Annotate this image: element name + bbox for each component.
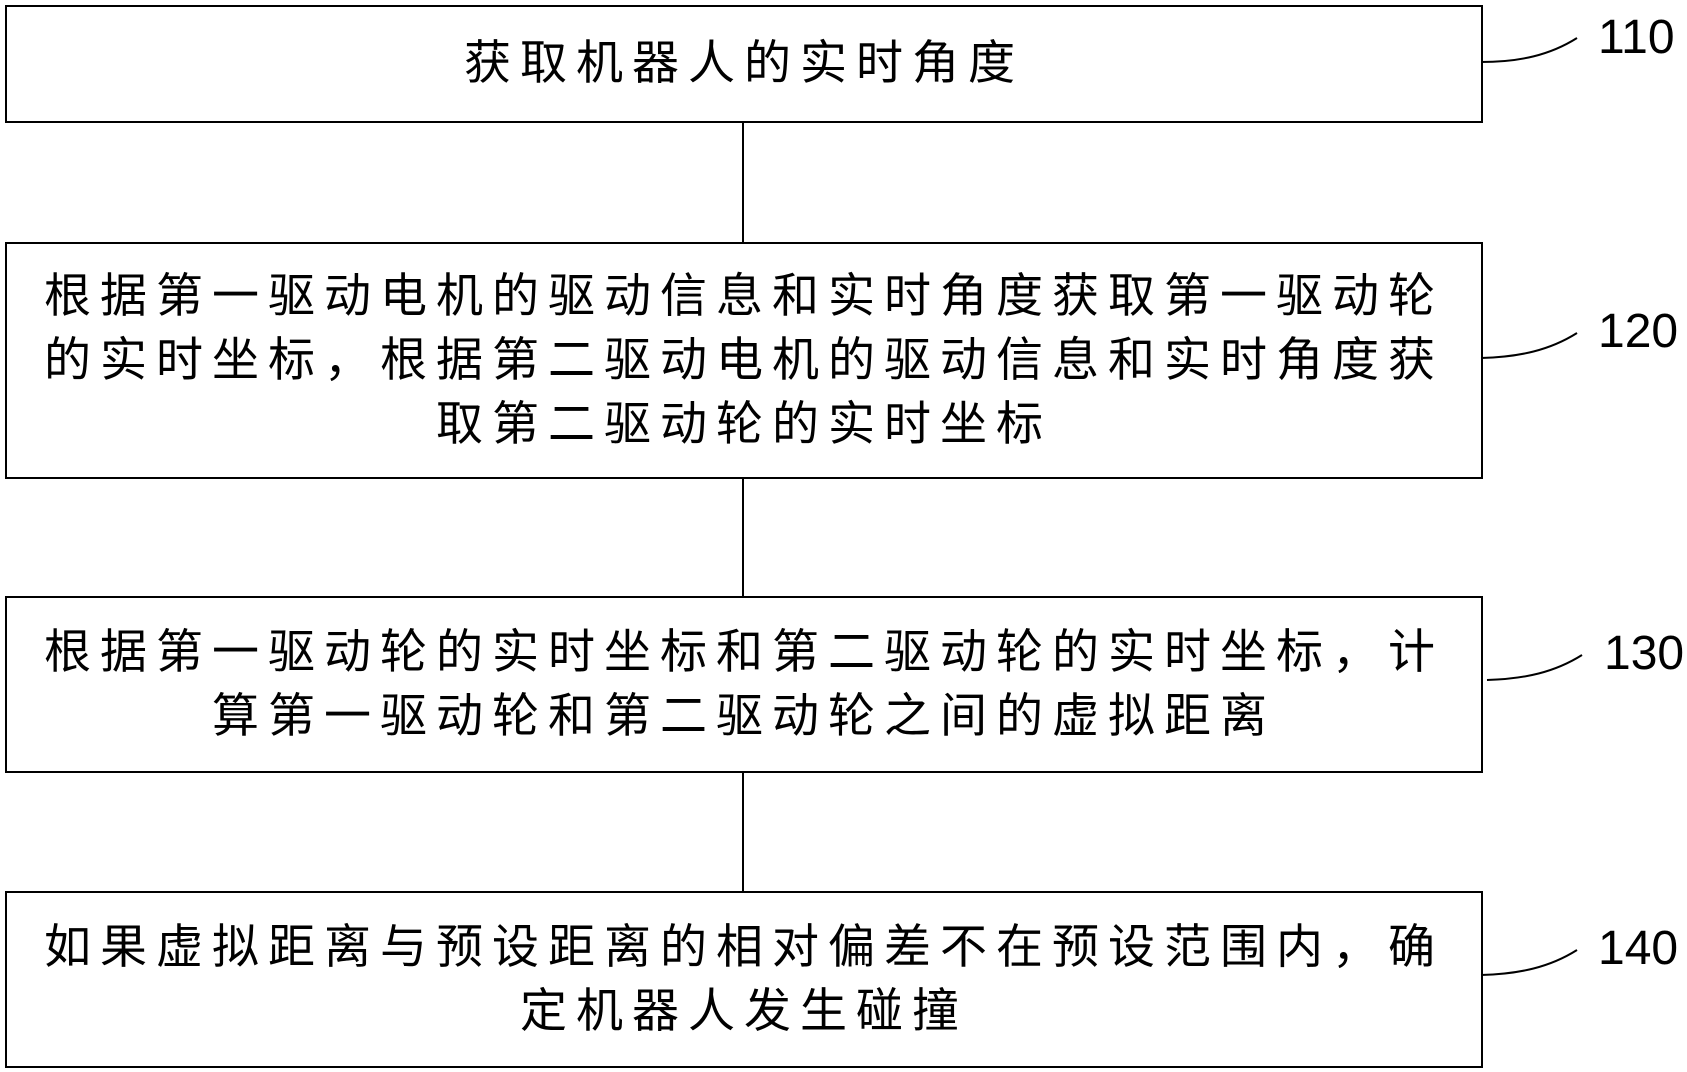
step-text-120: 根据第一驱动电机的驱动信息和实时角度获取第一驱动轮的实时坐标，根据第二驱动电机的… bbox=[44, 268, 1444, 452]
connector-110-120 bbox=[742, 123, 744, 242]
step-box-130: 根据第一驱动轮的实时坐标和第二驱动轮的实时坐标，计算第一驱动轮和第二驱动轮之间的… bbox=[5, 596, 1483, 773]
step-text-140: 如果虚拟距离与预设距离的相对偏差不在预设范围内，确定机器人发生碰撞 bbox=[44, 919, 1444, 1039]
connector-130-140 bbox=[742, 773, 744, 891]
step-label-130: 130 bbox=[1604, 627, 1685, 680]
leader-line-130 bbox=[1486, 654, 1583, 681]
step-text-110: 获取机器人的实时角度 bbox=[464, 36, 1024, 91]
step-box-110: 获取机器人的实时角度 bbox=[5, 5, 1483, 123]
leader-line-140 bbox=[1480, 949, 1578, 976]
step-label-140: 140 bbox=[1598, 922, 1679, 975]
connector-120-130 bbox=[742, 479, 744, 596]
leader-line-110 bbox=[1480, 37, 1578, 63]
step-label-120: 120 bbox=[1598, 305, 1679, 358]
step-box-140: 如果虚拟距离与预设距离的相对偏差不在预设范围内，确定机器人发生碰撞 bbox=[5, 891, 1483, 1068]
step-text-130: 根据第一驱动轮的实时坐标和第二驱动轮的实时坐标，计算第一驱动轮和第二驱动轮之间的… bbox=[44, 624, 1444, 744]
step-box-120: 根据第一驱动电机的驱动信息和实时角度获取第一驱动轮的实时坐标，根据第二驱动电机的… bbox=[5, 242, 1483, 479]
leader-line-120 bbox=[1480, 332, 1578, 359]
step-label-110: 110 bbox=[1598, 11, 1675, 64]
